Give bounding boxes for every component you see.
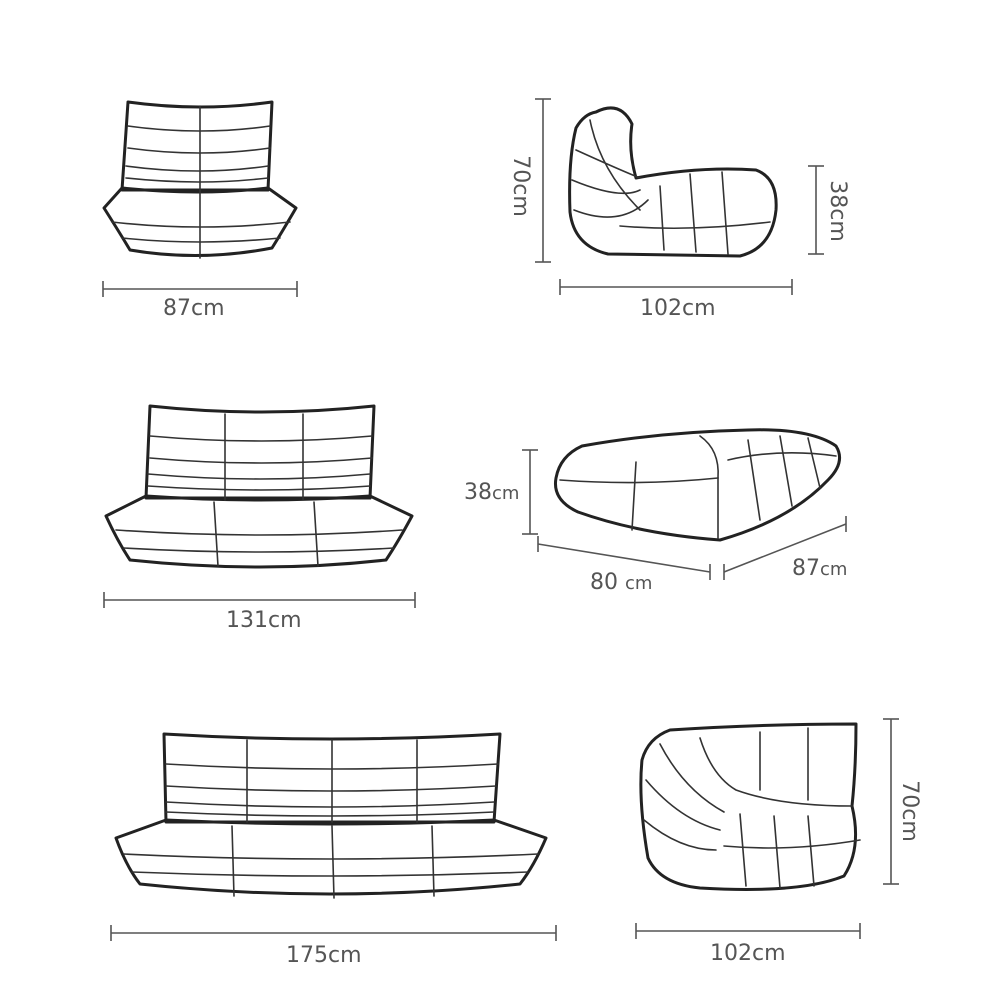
dimension-line-87-mid xyxy=(723,516,847,580)
dimension-label-38-mid: 38cm xyxy=(464,480,520,505)
dimension-label-87-mid: 87cm xyxy=(792,556,848,581)
dimension-line-87-top xyxy=(102,281,298,297)
single-chair-side-drawing xyxy=(568,106,778,258)
three-seater-front-drawing xyxy=(114,732,548,899)
corner-chair-drawing xyxy=(639,722,861,891)
ottoman-drawing xyxy=(553,428,842,542)
dimension-line-70-top xyxy=(535,98,551,263)
dimension-label-70-top: 70cm xyxy=(507,155,533,217)
dimension-label-175: 175cm xyxy=(286,943,362,968)
dimension-label-102-top: 102cm xyxy=(640,296,716,321)
dimension-label-80: 80 cm xyxy=(590,570,653,595)
dimension-label-38-top: 38cm xyxy=(824,180,850,242)
dimension-line-102-top xyxy=(559,279,793,295)
dimension-line-175 xyxy=(110,925,557,941)
dimension-label-87-top: 87cm xyxy=(163,296,225,321)
dimension-line-131 xyxy=(103,592,416,608)
dimension-line-80 xyxy=(537,536,711,580)
dimension-line-38-mid xyxy=(522,449,538,535)
loveseat-front-drawing xyxy=(104,404,414,569)
dimension-label-131: 131cm xyxy=(226,608,302,633)
dimension-label-102-bottom: 102cm xyxy=(710,941,786,966)
single-chair-front-drawing xyxy=(102,100,298,259)
dimension-line-70-bottom xyxy=(883,718,899,885)
dimension-line-38-top xyxy=(808,165,824,255)
dimension-line-102-bottom xyxy=(635,923,861,939)
dimension-label-70-bottom: 70cm xyxy=(896,780,922,842)
